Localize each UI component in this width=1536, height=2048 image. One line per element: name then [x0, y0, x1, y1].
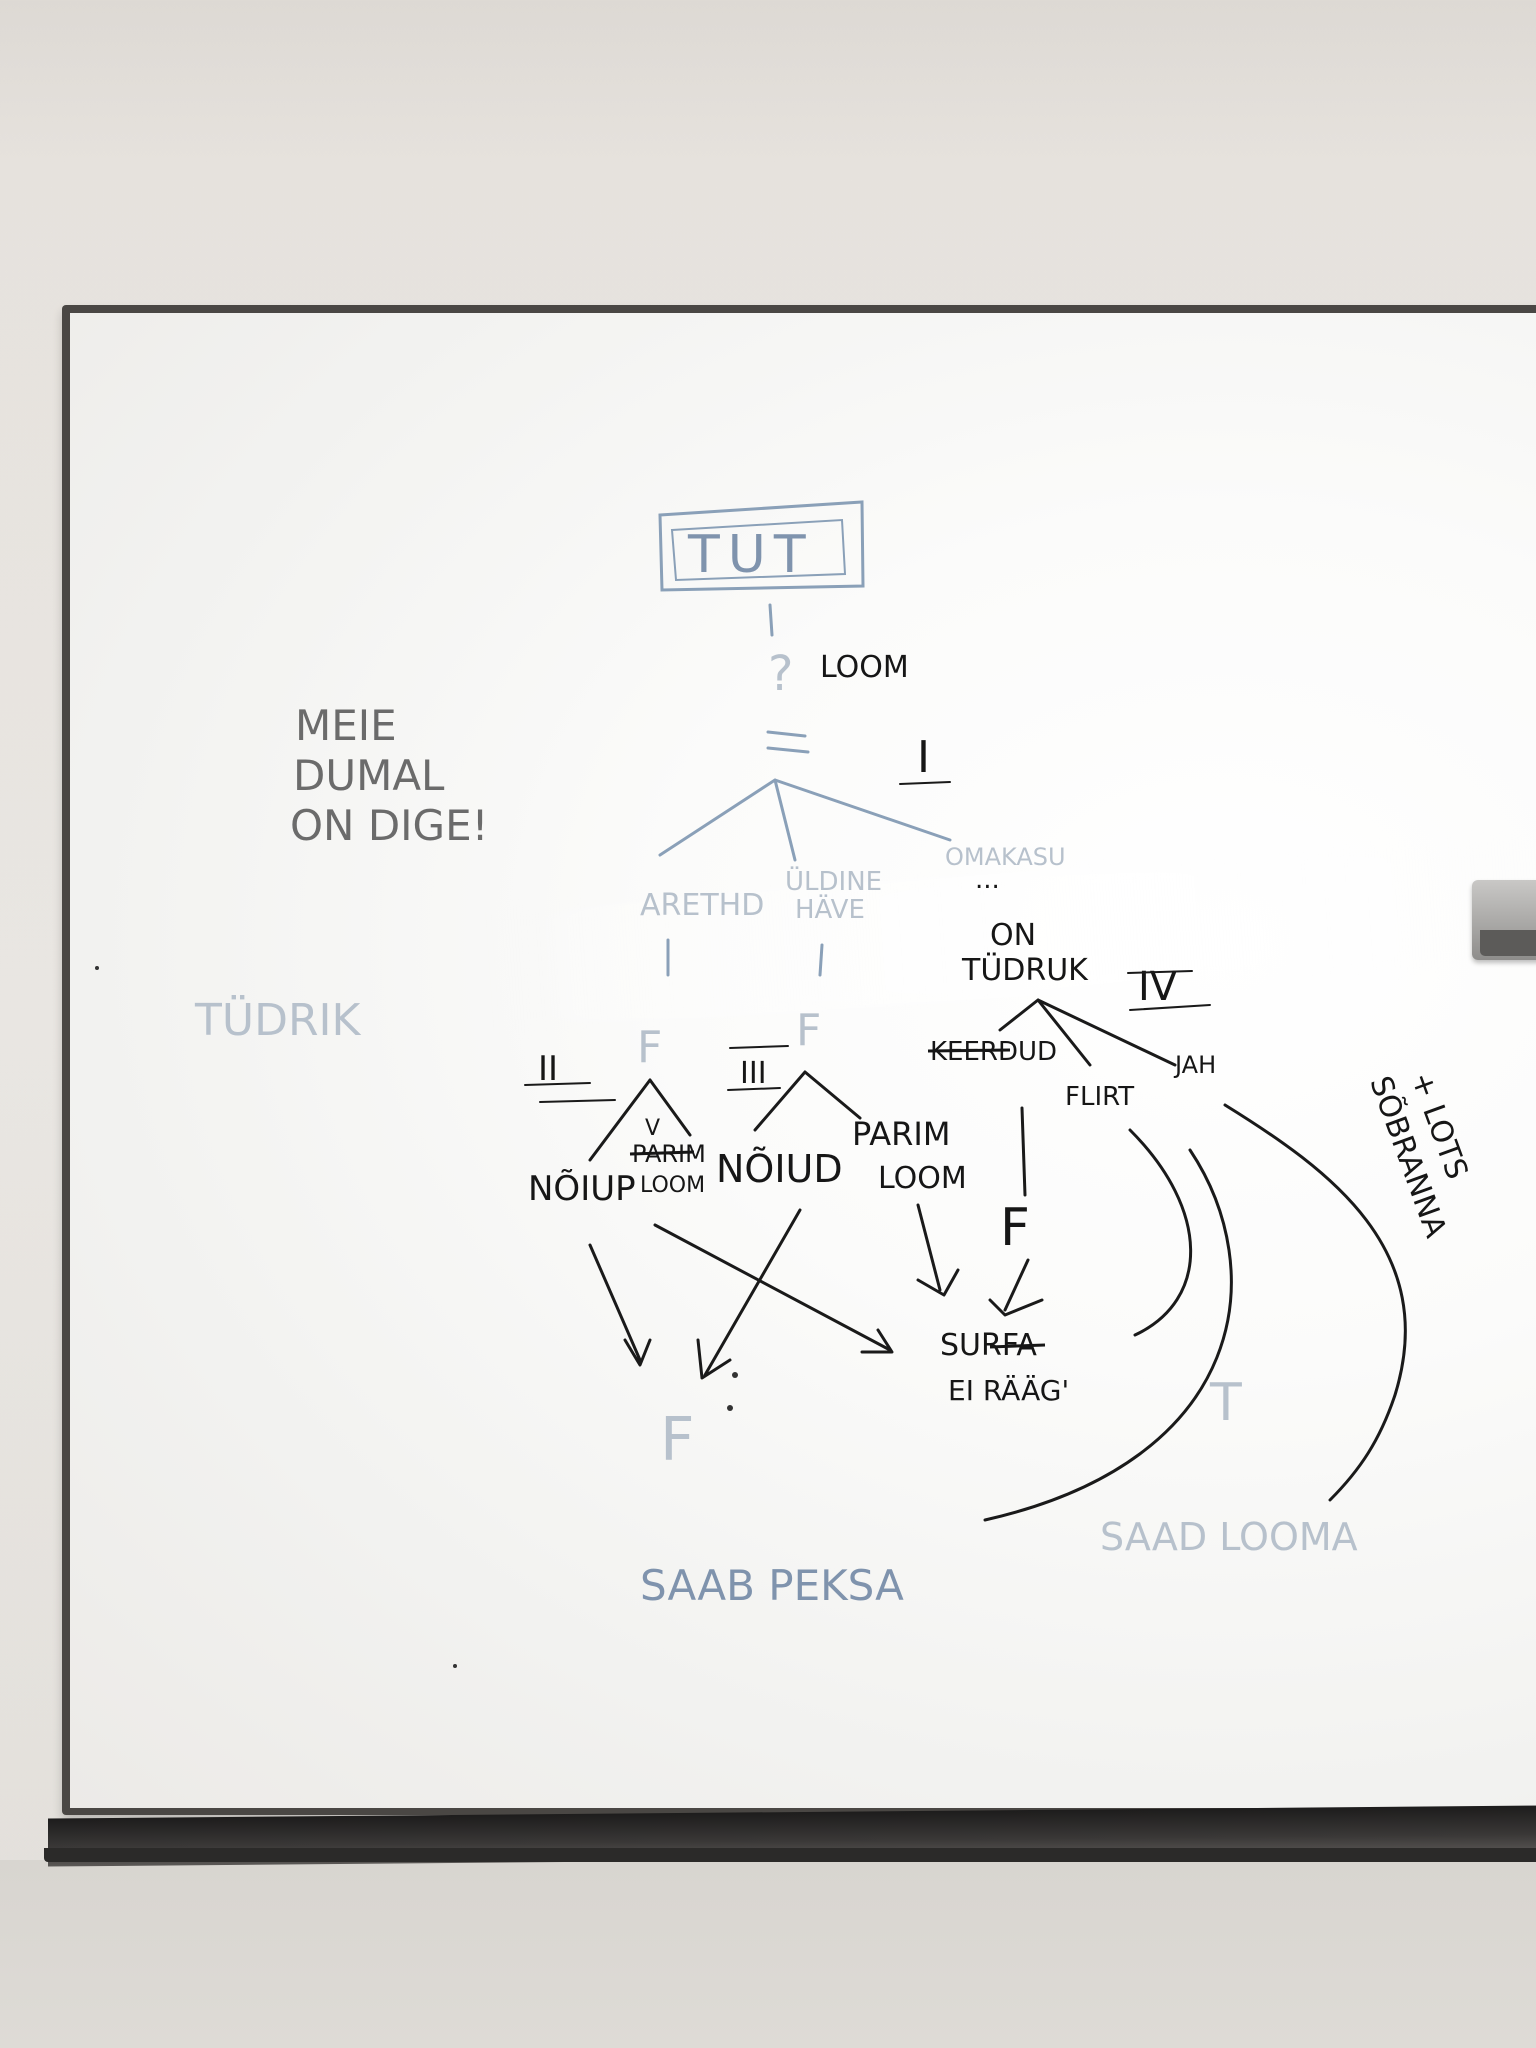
branch-middle-2: HÄVE	[795, 893, 865, 925]
top-label: LOOM	[820, 650, 909, 685]
faded-t: T	[1209, 1373, 1242, 1433]
top-branches	[658, 778, 952, 862]
parim-1: PARIM	[852, 1115, 950, 1153]
side-right-note: + LOTS SÕBRANNA	[1362, 1067, 1474, 1242]
svg-text:MEIE: MEIE	[295, 701, 397, 750]
faded-left-word: TÜDRIK	[194, 994, 362, 1046]
girl-node-line-1: ON	[990, 918, 1036, 953]
f-label-bottom: F	[660, 1405, 695, 1475]
branch-connectors	[666, 938, 824, 977]
level-3-label: III	[740, 1056, 767, 1091]
parim-small-2: LOOM	[640, 1173, 705, 1198]
branch-left: ARETHD	[640, 888, 764, 923]
outcome-left: SAAB PEKSA	[640, 1561, 904, 1610]
equals-sign	[766, 730, 810, 754]
svg-text:ON DIGE!: ON DIGE!	[290, 801, 488, 850]
f-label-middle: F	[796, 1005, 821, 1056]
title-text: TUT	[687, 525, 814, 585]
svg-text:DUMAL: DUMAL	[293, 751, 445, 800]
girl-child-right: JAH	[1173, 1051, 1216, 1079]
girl-child-middle: FLIRT	[1065, 1082, 1134, 1112]
parim-small-v: V	[645, 1116, 660, 1141]
branch-right: OMAKASU	[945, 843, 1066, 871]
whiteboard-surface	[70, 313, 1536, 1808]
connector-title	[768, 603, 774, 637]
wall	[0, 1860, 1536, 2048]
result-mid-2: EI RÄÄG'	[948, 1374, 1069, 1407]
girl-node-line-2: TÜDRUK	[961, 952, 1089, 988]
curves	[983, 1103, 1407, 1522]
outcome-right: SAAD LOOMA	[1100, 1515, 1358, 1559]
level-1-label: I	[917, 732, 930, 783]
f-label-left: F	[637, 1022, 662, 1073]
eraser-felt	[1480, 930, 1536, 956]
branch-right-dots: ...	[975, 865, 1000, 895]
question-mark: ?	[768, 646, 793, 702]
girl-node-branches	[998, 998, 1177, 1067]
f-label-right: F	[1000, 1198, 1030, 1258]
arrows	[588, 1106, 1044, 1380]
branch-middle-1: ÜLDINE	[785, 865, 882, 897]
sub-node-branches	[588, 1070, 862, 1162]
title-box: TUT	[658, 500, 865, 592]
parim-2: LOOM	[878, 1161, 967, 1196]
marker-tray-lip	[44, 1848, 1536, 1862]
noiud: NÕIUD	[716, 1147, 843, 1191]
noiup: NÕIUP	[528, 1168, 636, 1209]
side-note: MEIE DUMAL ON DIGE!	[290, 701, 488, 850]
level-2-label: II	[538, 1049, 558, 1089]
